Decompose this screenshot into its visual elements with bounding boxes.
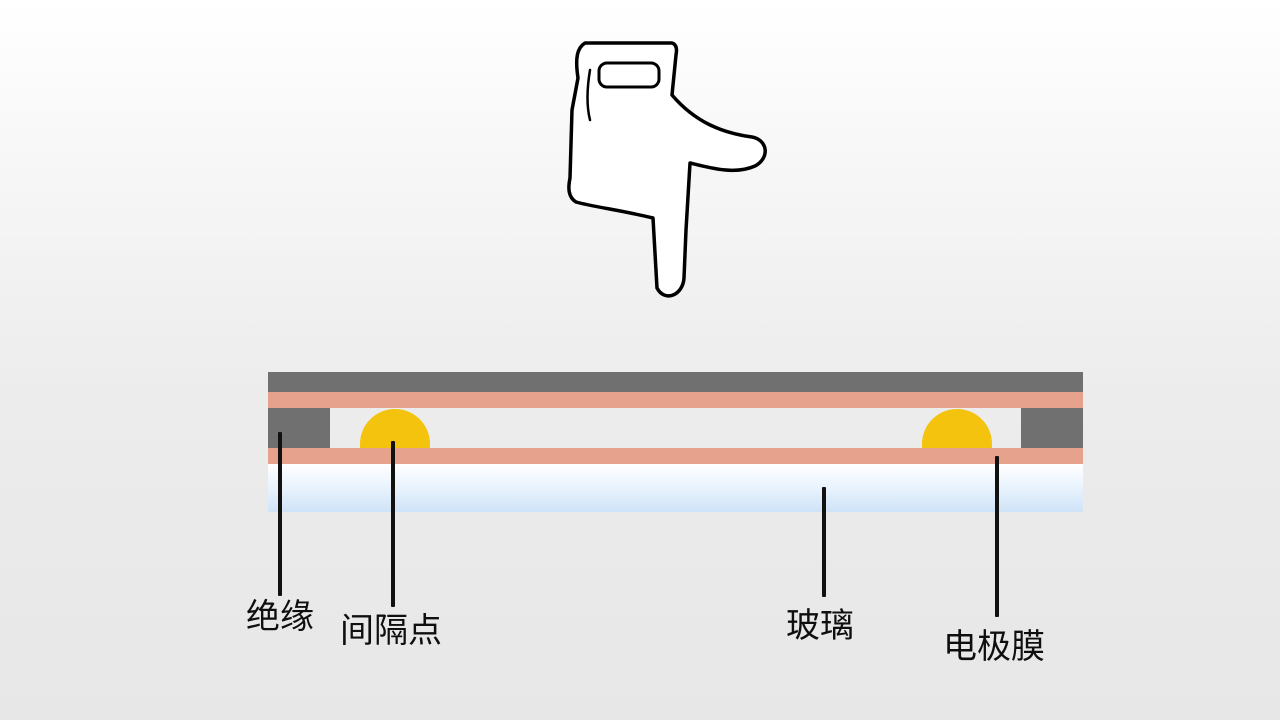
top-film-layer [268, 372, 1083, 392]
spacer-dot-label: 间隔点 [340, 611, 442, 651]
insulation-leader-line [278, 432, 282, 596]
glass-leader-line [822, 487, 826, 597]
insulation-label: 绝缘 [246, 597, 314, 637]
electrode-film-label: 电极膜 [943, 627, 1045, 667]
insulation-block-right [1021, 408, 1083, 448]
upper-electrode-film [268, 392, 1083, 408]
electrode-film-leader-line [995, 456, 999, 617]
glass-layer [268, 464, 1083, 512]
lower-electrode-film [268, 448, 1083, 464]
spacer-dot-leader-line [391, 441, 395, 607]
glass-label: 玻璃 [786, 606, 854, 646]
